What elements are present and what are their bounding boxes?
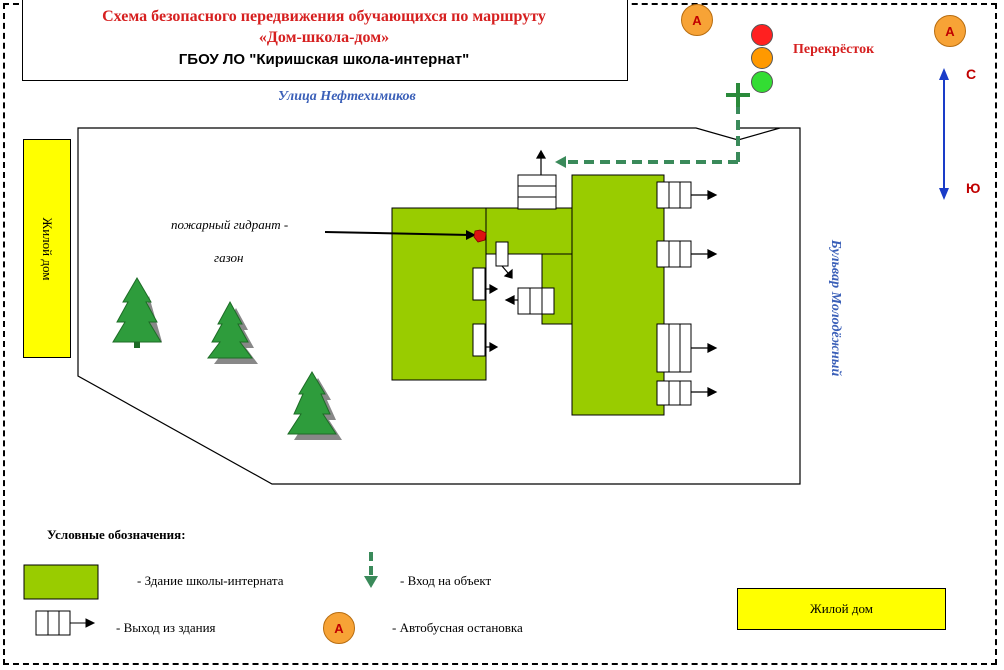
exit-arrows [485,149,718,397]
legend-bus-stop-icon: А [323,612,355,644]
legend-title: Условные обозначения: [47,527,186,542]
title-box [22,0,628,81]
hydrant-label: пожарный гидрант - [171,217,289,232]
crossroad-label: Перекрёсток [793,42,875,57]
legend-entry-icon [364,552,378,588]
title-line-1: Схема безопасного передвижения обучающих… [102,8,546,25]
tree-icon [287,371,342,440]
residential-house-left-label: Жилой дом [40,217,55,280]
tree-icon [207,300,258,364]
residential-house-bottom: Жилой дом [737,588,946,630]
hydrant-arrowhead [466,230,476,240]
crossing-cross-icon [726,83,750,107]
compass-north: С [966,66,977,82]
legend-building-text: - Здание школы-интерната [137,573,284,588]
title-line-2: «Дом-школа-дом» [258,29,390,46]
residential-house-left: Жилой дом [23,139,71,358]
legend-exit-icon [35,610,96,636]
entry-route [566,104,740,164]
exit-markers [472,174,692,406]
bus-stop-icon: А [934,15,966,47]
legend-bus-stop-text: - Автобусная остановка [392,620,523,635]
entry-arrowhead [555,156,566,168]
traffic-light-red [751,24,773,46]
street-label-molodezhny: Бульвар Молодёжный [828,239,843,377]
street-label-neftekhimikov: Улица Нефтехимиков [278,89,416,104]
hydrant-pointer [324,231,471,236]
traffic-light-green [751,71,773,93]
territory-boundary [77,127,801,485]
school-name: ГБОУ ЛО "Киришская школа-интернат" [178,51,470,68]
traffic-light-yellow [751,47,773,69]
legend-building-swatch [23,564,99,600]
legend-exit-text: - Выход из здания [116,620,216,635]
compass-south: Ю [966,180,981,196]
legend-entry-text: - Вход на объект [400,573,492,588]
tree-icon [112,277,162,348]
bus-stop-icon: А [681,4,713,36]
fire-hydrant-icon [473,229,487,243]
lawn-label: газон [214,250,244,265]
